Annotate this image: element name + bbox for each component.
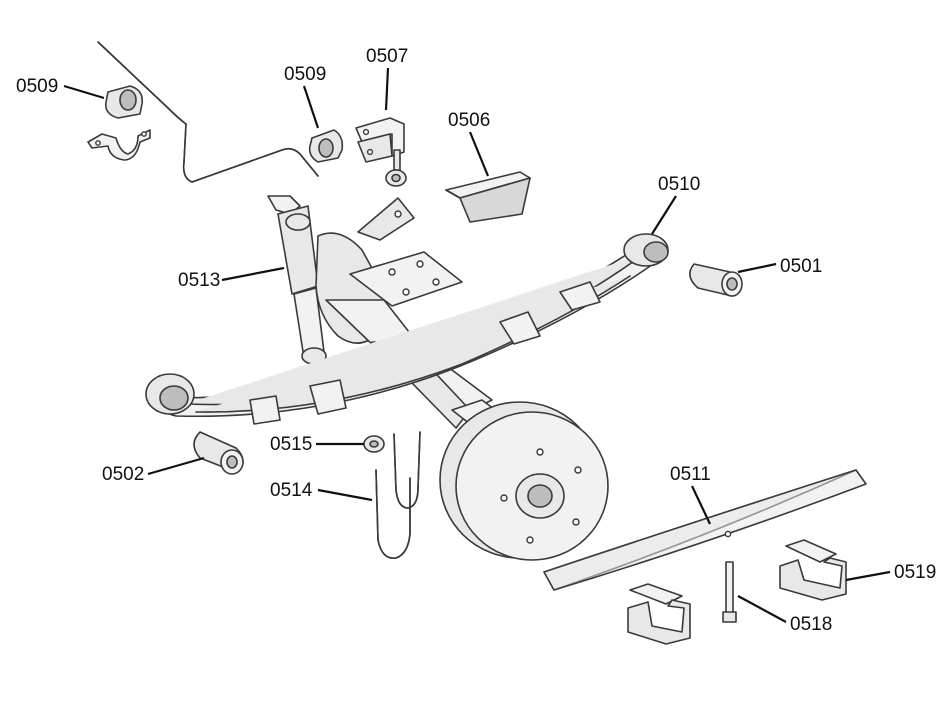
label-0518: 0518 [790,614,832,635]
label-0513: 0513 [178,270,220,291]
sway-bar [97,41,319,183]
centre-bolt-part [722,561,737,623]
brake-drum-part [439,401,609,561]
label-0507: 0507 [366,46,408,67]
sway-bar-bush-left-part [87,85,151,161]
sway-bar-bush-mid-part [308,129,344,163]
clamp-part [627,539,847,645]
label-0511: 0511 [670,464,711,485]
label-0509-mid: 0509 [284,64,326,85]
label-0510: 0510 [658,174,700,195]
nut-part [363,435,385,453]
label-0509-left: 0509 [16,76,58,97]
label-0502: 0502 [102,464,144,485]
label-0515: 0515 [270,434,312,455]
leader-lines [63,67,891,623]
helper-leaf-part [543,469,867,591]
u-bolt-part [375,431,421,559]
label-0501: 0501 [780,256,822,277]
front-bush-part [689,263,743,297]
label-0506: 0506 [448,110,490,131]
rear-bush-part [193,431,244,475]
leaf-spring-part [145,233,669,425]
label-0514: 0514 [270,480,313,501]
part-labels: 0509 0509 0507 0506 0510 0501 0513 0502 … [16,46,936,635]
triangle-bracket-part [357,197,415,241]
mount-bracket-part [445,171,531,223]
label-0519: 0519 [894,562,936,583]
sway-bar-link-part [355,117,407,187]
